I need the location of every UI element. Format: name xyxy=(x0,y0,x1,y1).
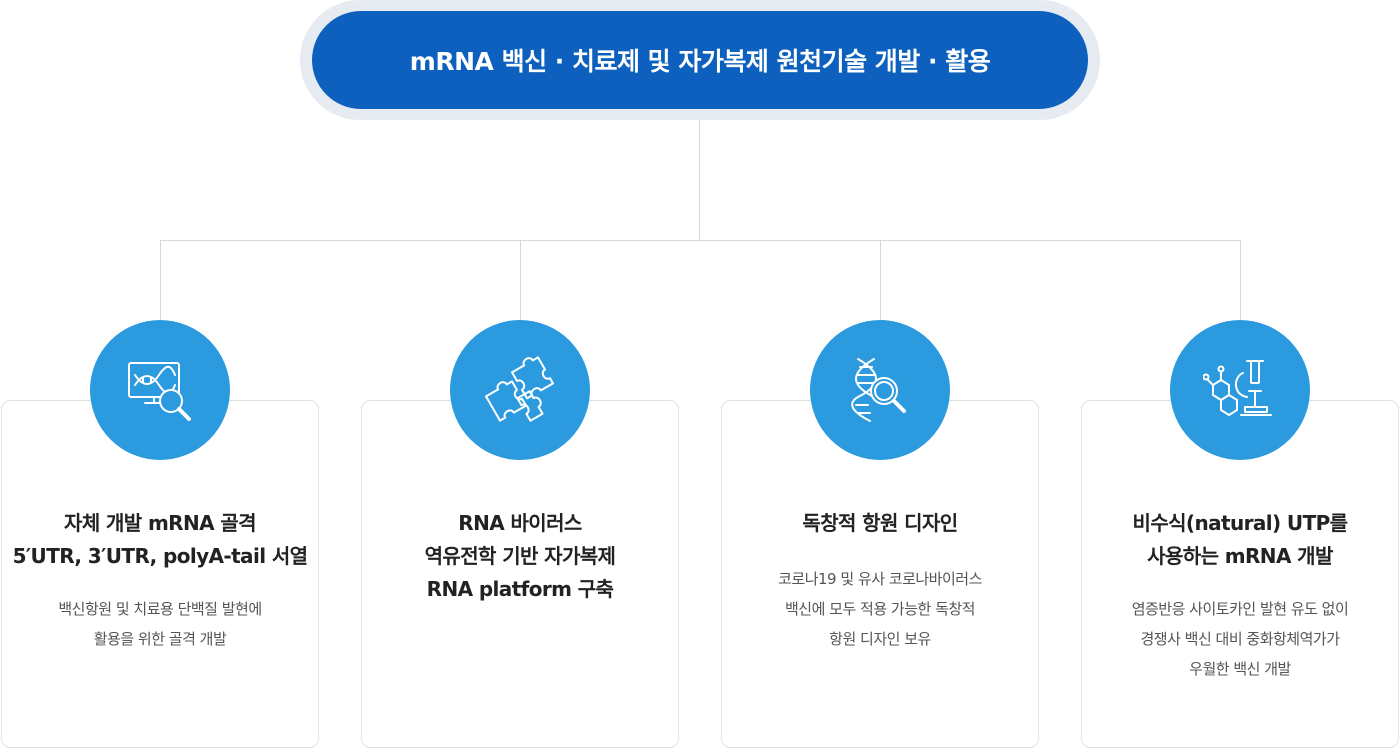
card-description: 백신항원 및 치료용 단백질 발현에 활용을 위한 골격 개발 xyxy=(2,594,318,654)
connector-trunk xyxy=(699,120,700,241)
connector-drop-4 xyxy=(1240,240,1241,320)
icon-circle-2 xyxy=(450,320,590,460)
card-title: 자체 개발 mRNA 골격 5′UTR, 3′UTR, polyA-tail 서… xyxy=(2,507,318,573)
puzzle-pieces-icon xyxy=(483,353,557,427)
connector-horizontal xyxy=(160,240,1241,241)
card-title-line: 사용하는 mRNA 개발 xyxy=(1147,544,1333,568)
card-desc-line: 백신에 모두 적용 가능한 독창적 xyxy=(785,600,975,618)
card-title-line: 5′UTR, 3′UTR, polyA-tail 서열 xyxy=(12,544,308,568)
card-title-line: RNA 바이러스 xyxy=(458,511,582,535)
molecule-microscope-icon xyxy=(1203,355,1277,425)
card-title-line: 비수식(natural) UTP를 xyxy=(1132,511,1349,535)
card-desc-line: 경쟁사 백신 대비 중화항체역가가 xyxy=(1140,630,1340,648)
connector-drop-2 xyxy=(520,240,521,320)
card-desc-line: 항원 디자인 보유 xyxy=(829,630,931,648)
card-description: 염증반응 사이토카인 발현 유도 없이 경쟁사 백신 대비 중화항체역가가 우월… xyxy=(1082,594,1398,684)
header-title: mRNA 백신 · 치료제 및 자가복제 원천기술 개발 · 활용 xyxy=(409,47,991,76)
card-title-line: 독창적 항원 디자인 xyxy=(802,511,958,535)
card-title-line: RNA platform 구축 xyxy=(426,577,614,601)
card-desc-line: 염증반응 사이토카인 발현 유도 없이 xyxy=(1131,600,1349,618)
card-title-line: 역유전학 기반 자가복제 xyxy=(424,544,616,568)
card-desc-line: 코로나19 및 유사 코로나바이러스 xyxy=(778,570,982,588)
card-title-line: 자체 개발 mRNA 골격 xyxy=(64,511,257,535)
card-title: RNA 바이러스 역유전학 기반 자가복제 RNA platform 구축 xyxy=(362,507,678,606)
card-desc-line: 백신항원 및 치료용 단백질 발현에 xyxy=(58,600,262,618)
header-title-pill: mRNA 백신 · 치료제 및 자가복제 원천기술 개발 · 활용 xyxy=(312,11,1088,109)
card-desc-line: 활용을 위한 골격 개발 xyxy=(93,630,227,648)
connector-drop-3 xyxy=(880,240,881,320)
dna-helix-magnifier-icon xyxy=(848,355,912,425)
card-title: 비수식(natural) UTP를 사용하는 mRNA 개발 xyxy=(1082,507,1398,573)
card-description: 코로나19 및 유사 코로나바이러스 백신에 모두 적용 가능한 독창적 항원 … xyxy=(722,564,1038,654)
card-desc-line: 우월한 백신 개발 xyxy=(1189,660,1291,678)
icon-circle-1 xyxy=(90,320,230,460)
icon-circle-4 xyxy=(1170,320,1310,460)
card-title: 독창적 항원 디자인 xyxy=(722,507,1038,540)
connector-drop-1 xyxy=(160,240,161,320)
icon-circle-3 xyxy=(810,320,950,460)
dna-monitor-magnifier-icon xyxy=(125,355,195,425)
